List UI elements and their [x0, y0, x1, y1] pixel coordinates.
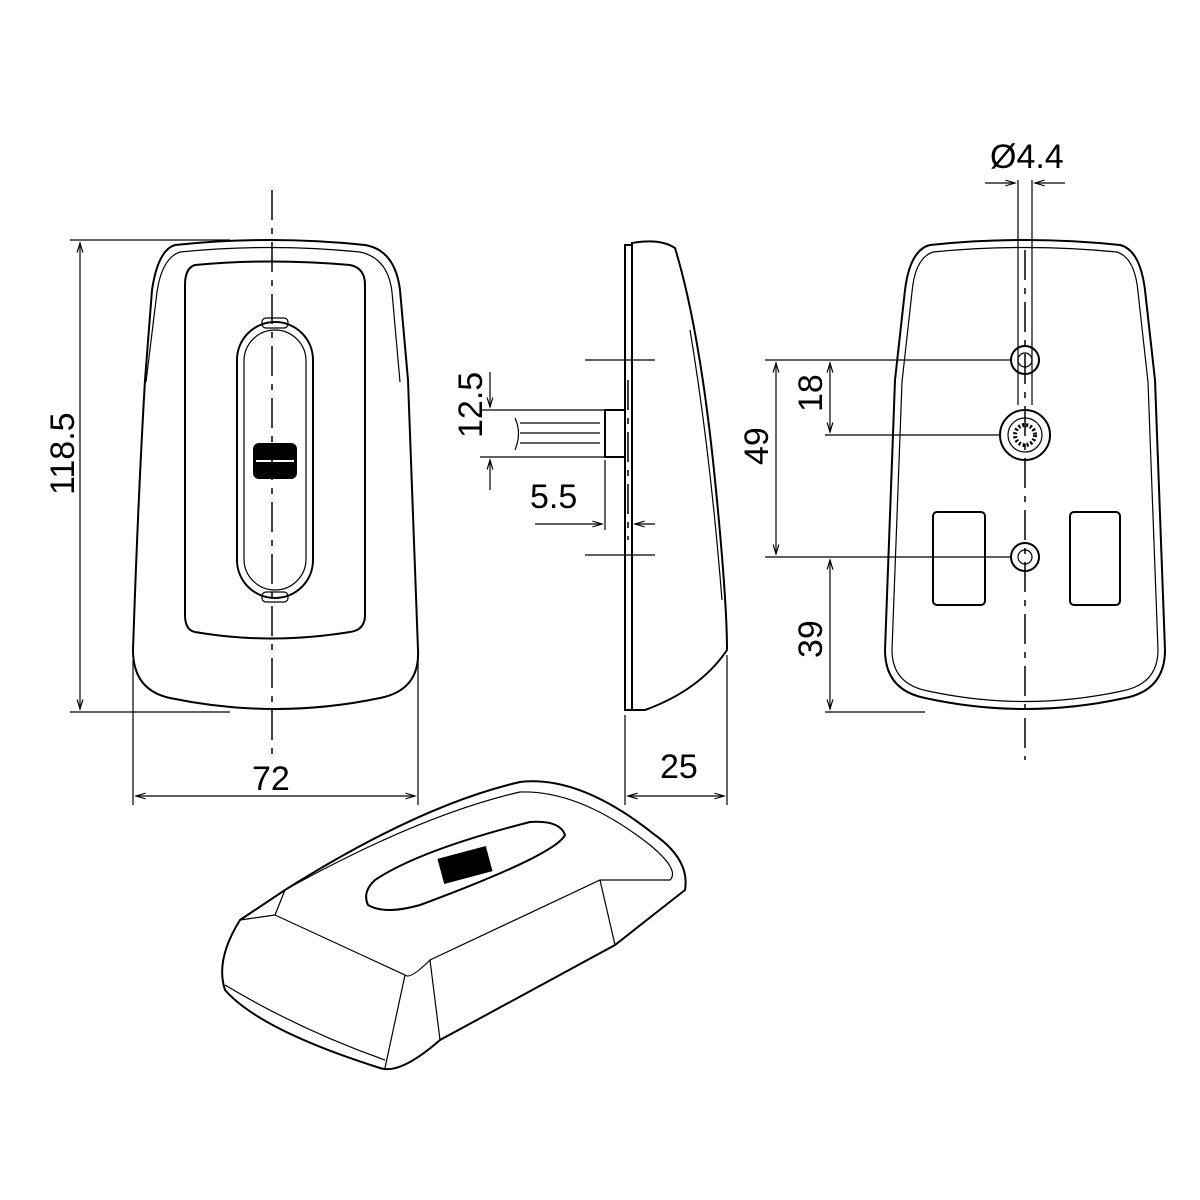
rear-view: Ø4.4 18 49 39 — [738, 138, 1167, 760]
dim-bottom-offset: 39 — [792, 620, 830, 658]
dim-cable-offset: 5.5 — [530, 478, 577, 516]
dim-cable-diameter: 12.5 — [452, 372, 490, 438]
dim-depth: 25 — [660, 748, 698, 786]
dim-height: 118.5 — [44, 412, 82, 495]
isometric-view — [221, 780, 687, 1071]
front-view: 118.5 72 — [44, 190, 420, 805]
dim-width: 72 — [252, 760, 290, 798]
dim-hole-spacing-upper: 18 — [792, 374, 830, 412]
side-view: 12.5 5.5 25 — [452, 240, 729, 805]
logo — [253, 443, 297, 479]
dim-hole-diameter: Ø4.4 — [990, 138, 1064, 176]
dim-hole-spacing-total: 49 — [738, 427, 776, 465]
